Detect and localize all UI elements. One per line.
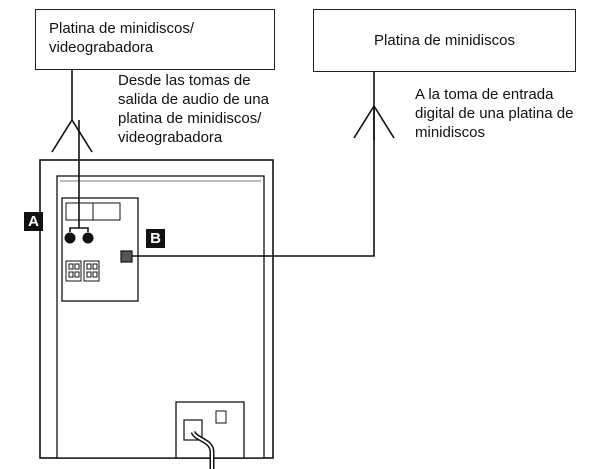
md-vcr-deck-box: Platina de minidiscos/ videograbadora	[35, 9, 275, 70]
panel-label-slot-2	[92, 202, 121, 221]
callout-b: B	[146, 229, 165, 248]
digital-cable	[132, 106, 375, 257]
callout-a: A	[24, 212, 43, 231]
md-deck-label: Platina de minidiscos	[374, 32, 515, 49]
md-vcr-deck-label-line1: Platina de minidiscos/	[49, 20, 195, 37]
audio-output-caption: Desde las tomas de salida de audio de un…	[118, 72, 269, 146]
audio-cable	[69, 120, 89, 232]
audio-jack-right	[82, 232, 94, 244]
audio-jack-left	[64, 232, 76, 244]
digital-input-caption: A la toma de entrada digital de una plat…	[415, 86, 574, 141]
speaker-terminals	[65, 260, 100, 282]
md-vcr-deck-label-line2: videograbadora	[49, 39, 154, 56]
left-arrow	[51, 70, 93, 153]
md-deck-box: Platina de minidiscos	[313, 9, 576, 72]
digital-input-jack	[120, 250, 133, 263]
power-switch	[215, 410, 227, 424]
